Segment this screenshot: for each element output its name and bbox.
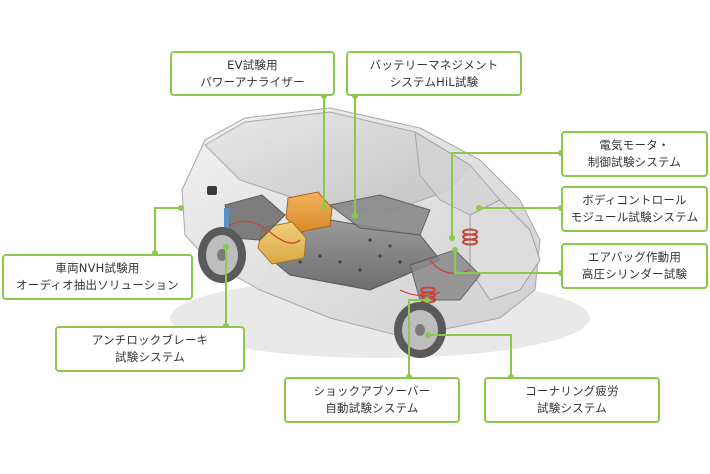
label-airbag: エアバッグ作動用 高圧シリンダー試験 [561, 243, 708, 289]
label-line: 試験システム [537, 401, 607, 415]
connector-shock [408, 299, 427, 377]
wheel-right [394, 302, 446, 358]
label-line: EV試験用 [227, 57, 278, 72]
label-line: ボディコントロール [582, 193, 687, 207]
coil-spring-front [462, 228, 478, 246]
power-module [285, 191, 333, 233]
label-line: パワーアナライザー [200, 74, 305, 89]
label-ev-power-analyzer: EV試験用 パワーアナライザー [170, 51, 335, 96]
wiring-harness [229, 220, 471, 297]
connector-nvh [154, 207, 181, 253]
label-line: ショックアブソーバー [313, 384, 431, 398]
label-line: システムHiL試験 [389, 74, 479, 89]
label-nvh-audio: 車両NVH試験用 オーディオ抽出ソリューション [2, 254, 193, 300]
connector-cornering [428, 334, 512, 377]
label-abs: アンチロックブレーキ 試験システム [55, 326, 245, 372]
label-line: 電気モータ・ [599, 138, 670, 152]
side-mirror [207, 186, 217, 195]
label-line: バッテリーマネジメント [369, 57, 499, 72]
label-line: コーナリング疲労 [525, 384, 619, 398]
label-line: 試験システム [115, 350, 185, 364]
label-line: 高圧シリンダー試験 [581, 267, 688, 281]
battery-bolts [298, 238, 402, 272]
connector-motor-control [451, 152, 561, 238]
label-bms-hil: バッテリーマネジメント システムHiL試験 [346, 51, 522, 96]
label-line: エアバッグ作動用 [587, 250, 682, 264]
label-line: モジュール試験システム [570, 210, 699, 224]
label-line: 自動試験システム [325, 401, 419, 415]
connector-lines [154, 96, 561, 377]
label-shock-absorber: ショックアブソーバー 自動試験システム [284, 377, 460, 423]
label-line: 車両NVH試験用 [55, 261, 140, 275]
wheel-left [198, 227, 246, 283]
label-line: オーディオ抽出ソリューション [16, 278, 179, 292]
label-body-control: ボディコントロール モジュール試験システム [561, 186, 708, 232]
connector-airbag [454, 250, 561, 274]
label-cornering-fatigue: コーナリング疲労 試験システム [484, 377, 660, 423]
shock-absorber-part [224, 208, 229, 230]
label-line: アンチロックブレーキ [91, 333, 209, 347]
label-line: 制御試験システム [587, 155, 682, 169]
label-motor-control: 電気モータ・ 制御試験システム [561, 131, 708, 177]
